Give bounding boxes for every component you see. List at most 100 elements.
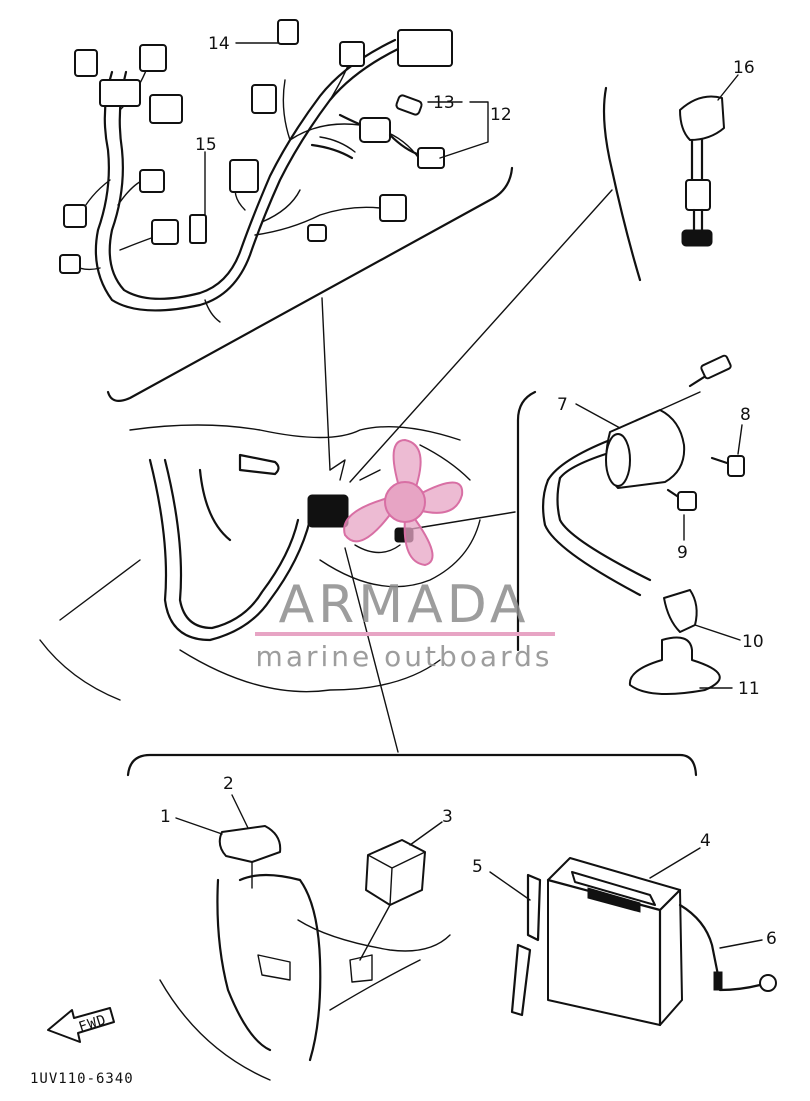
diagram-code: 1UV110-6340 <box>30 1071 134 1087</box>
harness-connector <box>339 41 365 67</box>
part-6-ring-terminal <box>759 974 777 992</box>
part-16-group <box>602 74 739 282</box>
part-13-fuse <box>395 94 423 116</box>
harness-connector <box>307 224 327 242</box>
frame-wiring <box>329 459 381 481</box>
harness-branch-wire <box>204 299 221 323</box>
callout-5: 5 <box>472 857 483 877</box>
frame-relay-block <box>307 494 349 528</box>
part-11-cover <box>628 636 721 695</box>
frame-tube <box>163 458 300 630</box>
harness-connector <box>139 169 165 193</box>
harness-connector <box>397 29 453 67</box>
mount-bracket <box>257 954 291 981</box>
callout-16: 16 <box>733 58 755 78</box>
harness-connector <box>379 194 407 222</box>
connector-line-harness <box>321 297 331 471</box>
frame-outline <box>179 649 441 693</box>
harness-branch-wire <box>261 189 301 223</box>
frame-tube <box>198 468 232 542</box>
callout-12: 12 <box>490 105 512 125</box>
callout-3: 3 <box>442 807 453 827</box>
vehicle-frame-view <box>39 189 613 753</box>
leader-line-2 <box>231 794 249 829</box>
mount-frame <box>159 959 421 1081</box>
callout-11: 11 <box>738 679 760 699</box>
harness-clamp <box>189 214 207 244</box>
part-4-battery-cells <box>587 887 641 913</box>
mount-frame <box>238 873 322 1062</box>
fwd-arrow-icon <box>47 1007 115 1043</box>
harness-connector <box>99 79 141 107</box>
harness-connector <box>229 159 259 193</box>
part-12-connector <box>417 147 445 169</box>
watermark-brand: ARMADA <box>279 575 530 635</box>
part-16-panel-border <box>602 86 642 282</box>
part-9-bolt-head <box>677 491 697 511</box>
part-4-battery-edge <box>546 878 682 1027</box>
connector-line-starter <box>404 511 516 531</box>
harness-connector <box>251 84 277 114</box>
part-6-lead <box>678 903 720 977</box>
frame-outline <box>39 559 141 701</box>
leader-line-4 <box>649 847 701 879</box>
harness-connector <box>277 19 299 45</box>
starter-group <box>516 354 745 695</box>
wire-harness-panel <box>59 19 514 403</box>
part-10-terminal-boot <box>663 589 698 633</box>
callout-4: 4 <box>700 831 711 851</box>
frame-handle <box>238 453 280 476</box>
mount-bracket <box>349 954 373 983</box>
part-5-strap <box>526 873 542 942</box>
leader-line-5 <box>489 871 531 901</box>
harness-bracket <box>319 136 356 153</box>
leader-line-10 <box>694 624 741 641</box>
part-16-stem <box>692 208 704 234</box>
part-7-shaft <box>659 391 701 411</box>
mount-frame <box>216 878 272 1052</box>
leader-line-16 <box>717 74 739 101</box>
callout-6: 6 <box>766 929 777 949</box>
frame-wiring <box>354 544 401 554</box>
callout-14: 14 <box>208 34 230 54</box>
leader-line-6 <box>719 939 763 949</box>
harness-connector <box>151 219 179 245</box>
callout-7: 7 <box>557 395 568 415</box>
starter-cable <box>541 478 642 597</box>
harness-bracket <box>310 143 354 160</box>
frame-outline <box>129 424 461 441</box>
watermark-tagline: marine outboards <box>256 640 553 673</box>
bottom-panel-border <box>126 753 698 777</box>
callout-13: 13 <box>433 93 455 113</box>
frame-outline <box>419 444 471 481</box>
connector-line-lower <box>344 547 399 753</box>
callout-15: 15 <box>195 135 217 155</box>
harness-connector <box>139 44 167 72</box>
part-16-base <box>681 229 713 247</box>
part-4-battery-top <box>571 871 656 906</box>
harness-main-trunk-inner <box>108 38 397 300</box>
harness-branch-wire <box>289 123 421 161</box>
part-6-terminal <box>713 971 723 991</box>
leader-line-1 <box>175 817 223 835</box>
starter-panel-border <box>516 390 537 652</box>
connector-line-part-16 <box>349 189 613 483</box>
harness-connector <box>59 254 81 274</box>
callout-8: 8 <box>740 405 751 425</box>
part-7-terminal <box>700 354 732 380</box>
propeller-logo-icon <box>343 438 464 567</box>
part-16-cap <box>679 95 725 141</box>
part-16-body <box>685 179 711 211</box>
callout-10: 10 <box>742 632 764 652</box>
harness-connector <box>74 49 98 77</box>
leader-line-3 <box>409 821 443 846</box>
harness-main-trunk <box>94 46 402 312</box>
part-8-bolt-head <box>727 455 745 477</box>
part-1-relay <box>218 825 282 863</box>
part-12-lead <box>388 133 422 157</box>
frame-tube <box>148 458 312 642</box>
part-4-battery <box>547 857 683 1026</box>
starter-cable <box>556 476 652 582</box>
